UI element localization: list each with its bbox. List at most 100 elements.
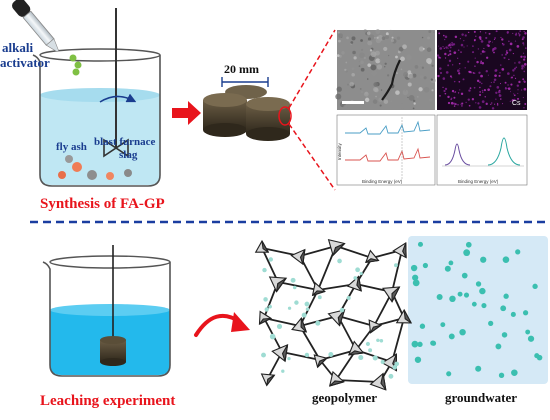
cs-map-speckle	[458, 72, 461, 75]
cs-ion	[287, 356, 291, 361]
pellet-bottom	[246, 127, 290, 141]
geopolymer-network	[254, 238, 413, 391]
cs-map-speckle	[521, 38, 524, 41]
cs-map-speckle	[495, 98, 497, 100]
cs-ion	[315, 320, 321, 326]
cs-map-speckle	[447, 47, 449, 49]
cs-map-speckle	[507, 87, 511, 91]
cs-map-speckle	[522, 58, 526, 61]
immersed-pellet	[100, 340, 126, 362]
tetrahedron-icon	[290, 248, 306, 266]
cs-map-speckle	[453, 91, 455, 93]
cs-map-speckle	[480, 74, 483, 78]
cs-map-speckle	[513, 94, 516, 97]
sem-grain	[379, 104, 382, 107]
cs-ion	[346, 296, 351, 301]
sem-grain	[376, 64, 383, 70]
cs-ion	[532, 283, 538, 290]
cs-map-speckle	[508, 58, 510, 61]
tetrahedron-shade	[337, 309, 346, 326]
cs-map-speckle	[465, 101, 467, 104]
sem-grain	[359, 88, 362, 90]
stirrer-blade	[103, 138, 129, 158]
cs-map-speckle	[508, 40, 510, 43]
cs-ion	[292, 285, 297, 290]
cs-map-speckle	[459, 89, 461, 91]
activator-drop	[72, 68, 80, 76]
tetrahedron-shade	[259, 317, 272, 325]
cs-map-speckle	[513, 74, 515, 77]
characterization-panel: Cs Binding Energy (eV) Intensity Binding…	[335, 29, 528, 186]
cs-map-speckle	[523, 87, 527, 91]
cs-map-speckle	[460, 92, 464, 96]
activator-drop	[74, 61, 82, 69]
cs-map-speckle	[501, 68, 505, 71]
cs-ion	[372, 355, 378, 361]
cs-map-speckle	[523, 56, 525, 58]
leach-beaker-outline	[42, 261, 171, 377]
sem-grain	[427, 60, 432, 65]
sem-grain	[385, 32, 389, 36]
cs-map-speckle	[474, 65, 476, 68]
tetrahedron-shade	[369, 324, 382, 334]
cs-map-speckle	[488, 41, 491, 44]
cs-ion	[463, 249, 471, 257]
cs-map-speckle	[513, 98, 516, 102]
alkali-label: alkali	[2, 40, 33, 55]
xps-cs3d-xlabel: Binding Energy (eV)	[458, 179, 499, 184]
cs-map-speckle	[458, 80, 461, 83]
sem-grain	[367, 37, 372, 41]
sem-grain	[344, 68, 347, 72]
cs-map-speckle	[451, 77, 453, 79]
cs-map-speckle	[494, 37, 497, 39]
cs-map-speckle	[473, 30, 476, 33]
sem-grain	[433, 31, 435, 33]
cs-map-speckle	[458, 62, 461, 65]
sem-grain	[384, 35, 390, 40]
tetrahedron-shade	[275, 277, 287, 292]
sem-grain	[370, 64, 377, 71]
tetrahedron-icon	[258, 310, 273, 325]
sem-grain	[361, 48, 364, 51]
sem-grain	[420, 64, 422, 67]
sem-grain	[351, 72, 355, 77]
cs-map-speckle	[503, 56, 506, 59]
sem-grain	[336, 86, 342, 92]
cs-map-speckle	[480, 62, 482, 64]
network-bond	[277, 281, 319, 291]
cs3d-peak-right	[487, 137, 521, 166]
sem-grain	[351, 67, 355, 71]
cs-map-speckle	[496, 102, 499, 105]
cs-map-speckle	[479, 31, 482, 33]
tetrahedron-icon	[311, 281, 326, 297]
sem-grain	[408, 74, 414, 79]
cs-map-speckle	[453, 51, 457, 55]
cs-map-speckle	[488, 40, 490, 43]
cs-map-speckle	[523, 30, 525, 32]
tetrahedron-icon	[347, 340, 365, 356]
zoom-circle	[278, 106, 292, 126]
zoom-dashed-line	[288, 29, 336, 109]
cs-ion	[290, 277, 296, 283]
rotation-arrow	[99, 93, 137, 103]
tetrahedron-shade	[281, 344, 289, 362]
cs-map-speckle	[515, 32, 518, 35]
tetrahedron-face	[327, 238, 346, 257]
cs-map-speckle	[502, 103, 504, 105]
cs-ion	[471, 301, 477, 307]
cs-map-speckle	[438, 45, 440, 47]
cs-map-speckle	[478, 71, 481, 74]
cs-ion	[417, 341, 423, 348]
sem-grain	[380, 89, 383, 91]
cs-map-speckle	[488, 32, 491, 35]
cs-map-speckle	[521, 89, 523, 91]
cs-ion	[422, 262, 429, 269]
cs-map-speckle	[444, 57, 447, 59]
cs-ion	[495, 343, 502, 350]
pellet-top	[203, 93, 247, 107]
cs-map-speckle	[485, 32, 487, 34]
sem-grain	[372, 99, 378, 104]
sem-grain	[421, 36, 424, 39]
cs-map-speckle	[483, 89, 486, 92]
tetrahedron-face	[346, 275, 362, 292]
